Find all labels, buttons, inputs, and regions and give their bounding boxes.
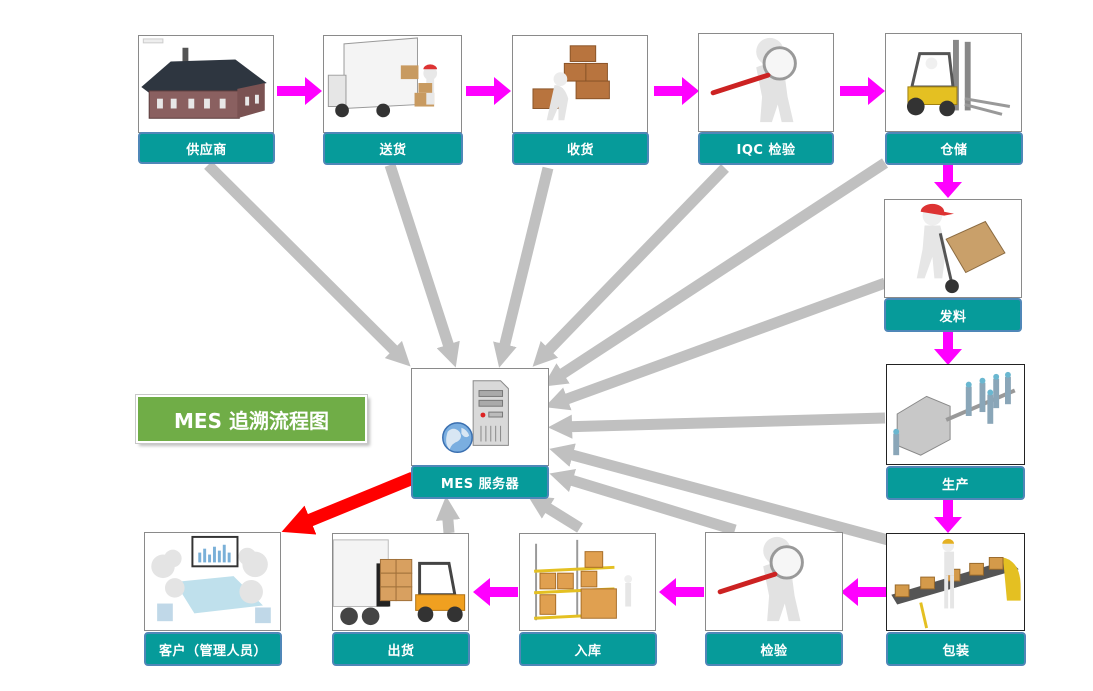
flow-arrow-5	[934, 165, 962, 198]
node-packing-label: 包装	[886, 632, 1026, 666]
flow-arrow-10	[473, 578, 518, 606]
mes-server-node: MES 服务器	[411, 368, 549, 499]
node-supplier: 供应商	[138, 35, 275, 164]
data-arrow-packing	[549, 443, 890, 546]
diagram-title: MES 追溯流程图	[135, 394, 368, 444]
flow-arrow-2	[466, 77, 511, 105]
node-delivery-label: 送货	[323, 132, 463, 165]
data-arrow-supplier	[204, 161, 411, 367]
flow-arrow-8	[841, 578, 886, 606]
node-shipping: 出货	[332, 533, 470, 666]
data-arrow-iqc	[532, 164, 729, 367]
meeting-icon	[144, 532, 281, 631]
magnifier-icon	[705, 532, 843, 631]
node-shipping-label: 出货	[332, 632, 470, 666]
flow-arrow-7	[934, 499, 962, 533]
flow-arrow-6	[934, 332, 962, 365]
node-production-label: 生产	[886, 466, 1025, 500]
data-arrow-delivery	[384, 163, 460, 368]
data-arrow-production	[547, 412, 886, 439]
mes-server-label: MES 服务器	[411, 465, 549, 499]
node-inspection-label: 检验	[705, 632, 843, 666]
node-inspection: 检验	[705, 532, 843, 666]
node-iqc-label: IQC 检验	[698, 132, 834, 165]
flow-arrow-3	[654, 77, 699, 105]
data-arrow-receiving	[493, 166, 554, 368]
data-arrow-inspection	[549, 468, 737, 536]
data-arrow-warehousing	[527, 495, 583, 533]
data-arrow-shipping	[435, 495, 461, 534]
node-iqc: IQC 检验	[698, 33, 834, 165]
forklift-icon	[885, 33, 1022, 132]
data-arrow-issue	[544, 277, 887, 411]
output-arrow-customer	[281, 471, 416, 535]
node-receiving: 收货	[512, 35, 649, 165]
magnifier-icon	[698, 33, 834, 132]
node-supplier-label: 供应商	[138, 132, 275, 164]
node-warehousing: 入库	[519, 533, 657, 666]
node-warehousing-label: 入库	[519, 632, 657, 666]
boxes-icon	[512, 35, 648, 133]
conveyor-icon	[886, 533, 1025, 631]
node-delivery: 送货	[323, 35, 463, 165]
node-customer: 客户（管理人员）	[144, 532, 282, 666]
data-arrow-storage	[542, 158, 889, 387]
pallet-rack-icon	[519, 533, 656, 631]
hand-truck-icon	[884, 199, 1022, 298]
node-customer-label: 客户（管理人员）	[144, 632, 282, 666]
node-issue-label: 发料	[884, 298, 1022, 332]
node-receiving-label: 收货	[512, 132, 649, 165]
server-globe-icon	[411, 368, 549, 466]
node-production: 生产	[886, 364, 1025, 500]
truck-delivery-icon	[323, 35, 462, 133]
truck-forklift-icon	[332, 533, 469, 631]
production-line-icon	[886, 364, 1025, 465]
node-storage-label: 仓储	[885, 132, 1023, 165]
flow-arrow-4	[840, 77, 885, 105]
node-packing: 包装	[886, 533, 1026, 666]
flow-arrow-1	[277, 77, 322, 105]
node-issue: 发料	[884, 199, 1022, 332]
flow-arrow-9	[659, 578, 704, 606]
house-icon	[138, 35, 274, 133]
node-storage: 仓储	[885, 33, 1023, 165]
